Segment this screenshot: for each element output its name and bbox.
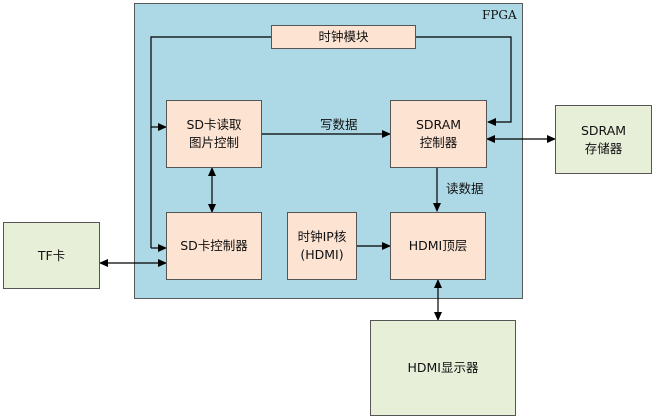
hdmi-display-label: HDMI显示器 <box>407 360 479 375</box>
tf-card-block: TF卡 <box>3 222 100 289</box>
clock-to-sdram-arrow <box>416 36 512 126</box>
sdram-storage-block: SDRAM 存储器 <box>555 105 652 174</box>
sd-controller-label: SD卡控制器 <box>180 238 248 253</box>
sd-controller-block: SD卡控制器 <box>166 212 262 280</box>
hdmi-top-label: HDMI顶层 <box>408 238 468 253</box>
sd-read-picture-block: SD卡读取 图片控制 <box>166 100 262 168</box>
sdram-controller-label-line1: SDRAM <box>415 117 462 132</box>
read-data-label: 读数据 <box>446 181 484 196</box>
clock-module-block: 时钟模块 <box>271 25 416 49</box>
clock-ip-core-block: 时钟IP核 (HDMI) <box>287 212 357 280</box>
tf-card-label: TF卡 <box>37 247 66 263</box>
sdram-storage-label-line1: SDRAM <box>580 122 627 138</box>
sd-read-picture-label-line2: 图片控制 <box>188 135 239 150</box>
sdram-controller-block: SDRAM 控制器 <box>390 100 487 168</box>
hdmi-display-block: HDMI显示器 <box>370 320 516 416</box>
fpga-title: FPGA <box>482 8 517 22</box>
clock-to-sd-modules-line <box>150 36 271 248</box>
clock-ip-core-label-line1: 时钟IP核 <box>297 229 347 244</box>
write-data-label: 写数据 <box>320 117 358 132</box>
clock-module-label: 时钟模块 <box>318 29 369 44</box>
clock-ip-core-label-line2: (HDMI) <box>300 247 344 262</box>
sdram-controller-label-line2: 控制器 <box>419 135 458 150</box>
sd-read-picture-label-line1: SD卡读取 <box>186 117 242 132</box>
sdram-storage-label-line2: 存储器 <box>584 140 623 156</box>
hdmi-top-block: HDMI顶层 <box>390 212 486 280</box>
